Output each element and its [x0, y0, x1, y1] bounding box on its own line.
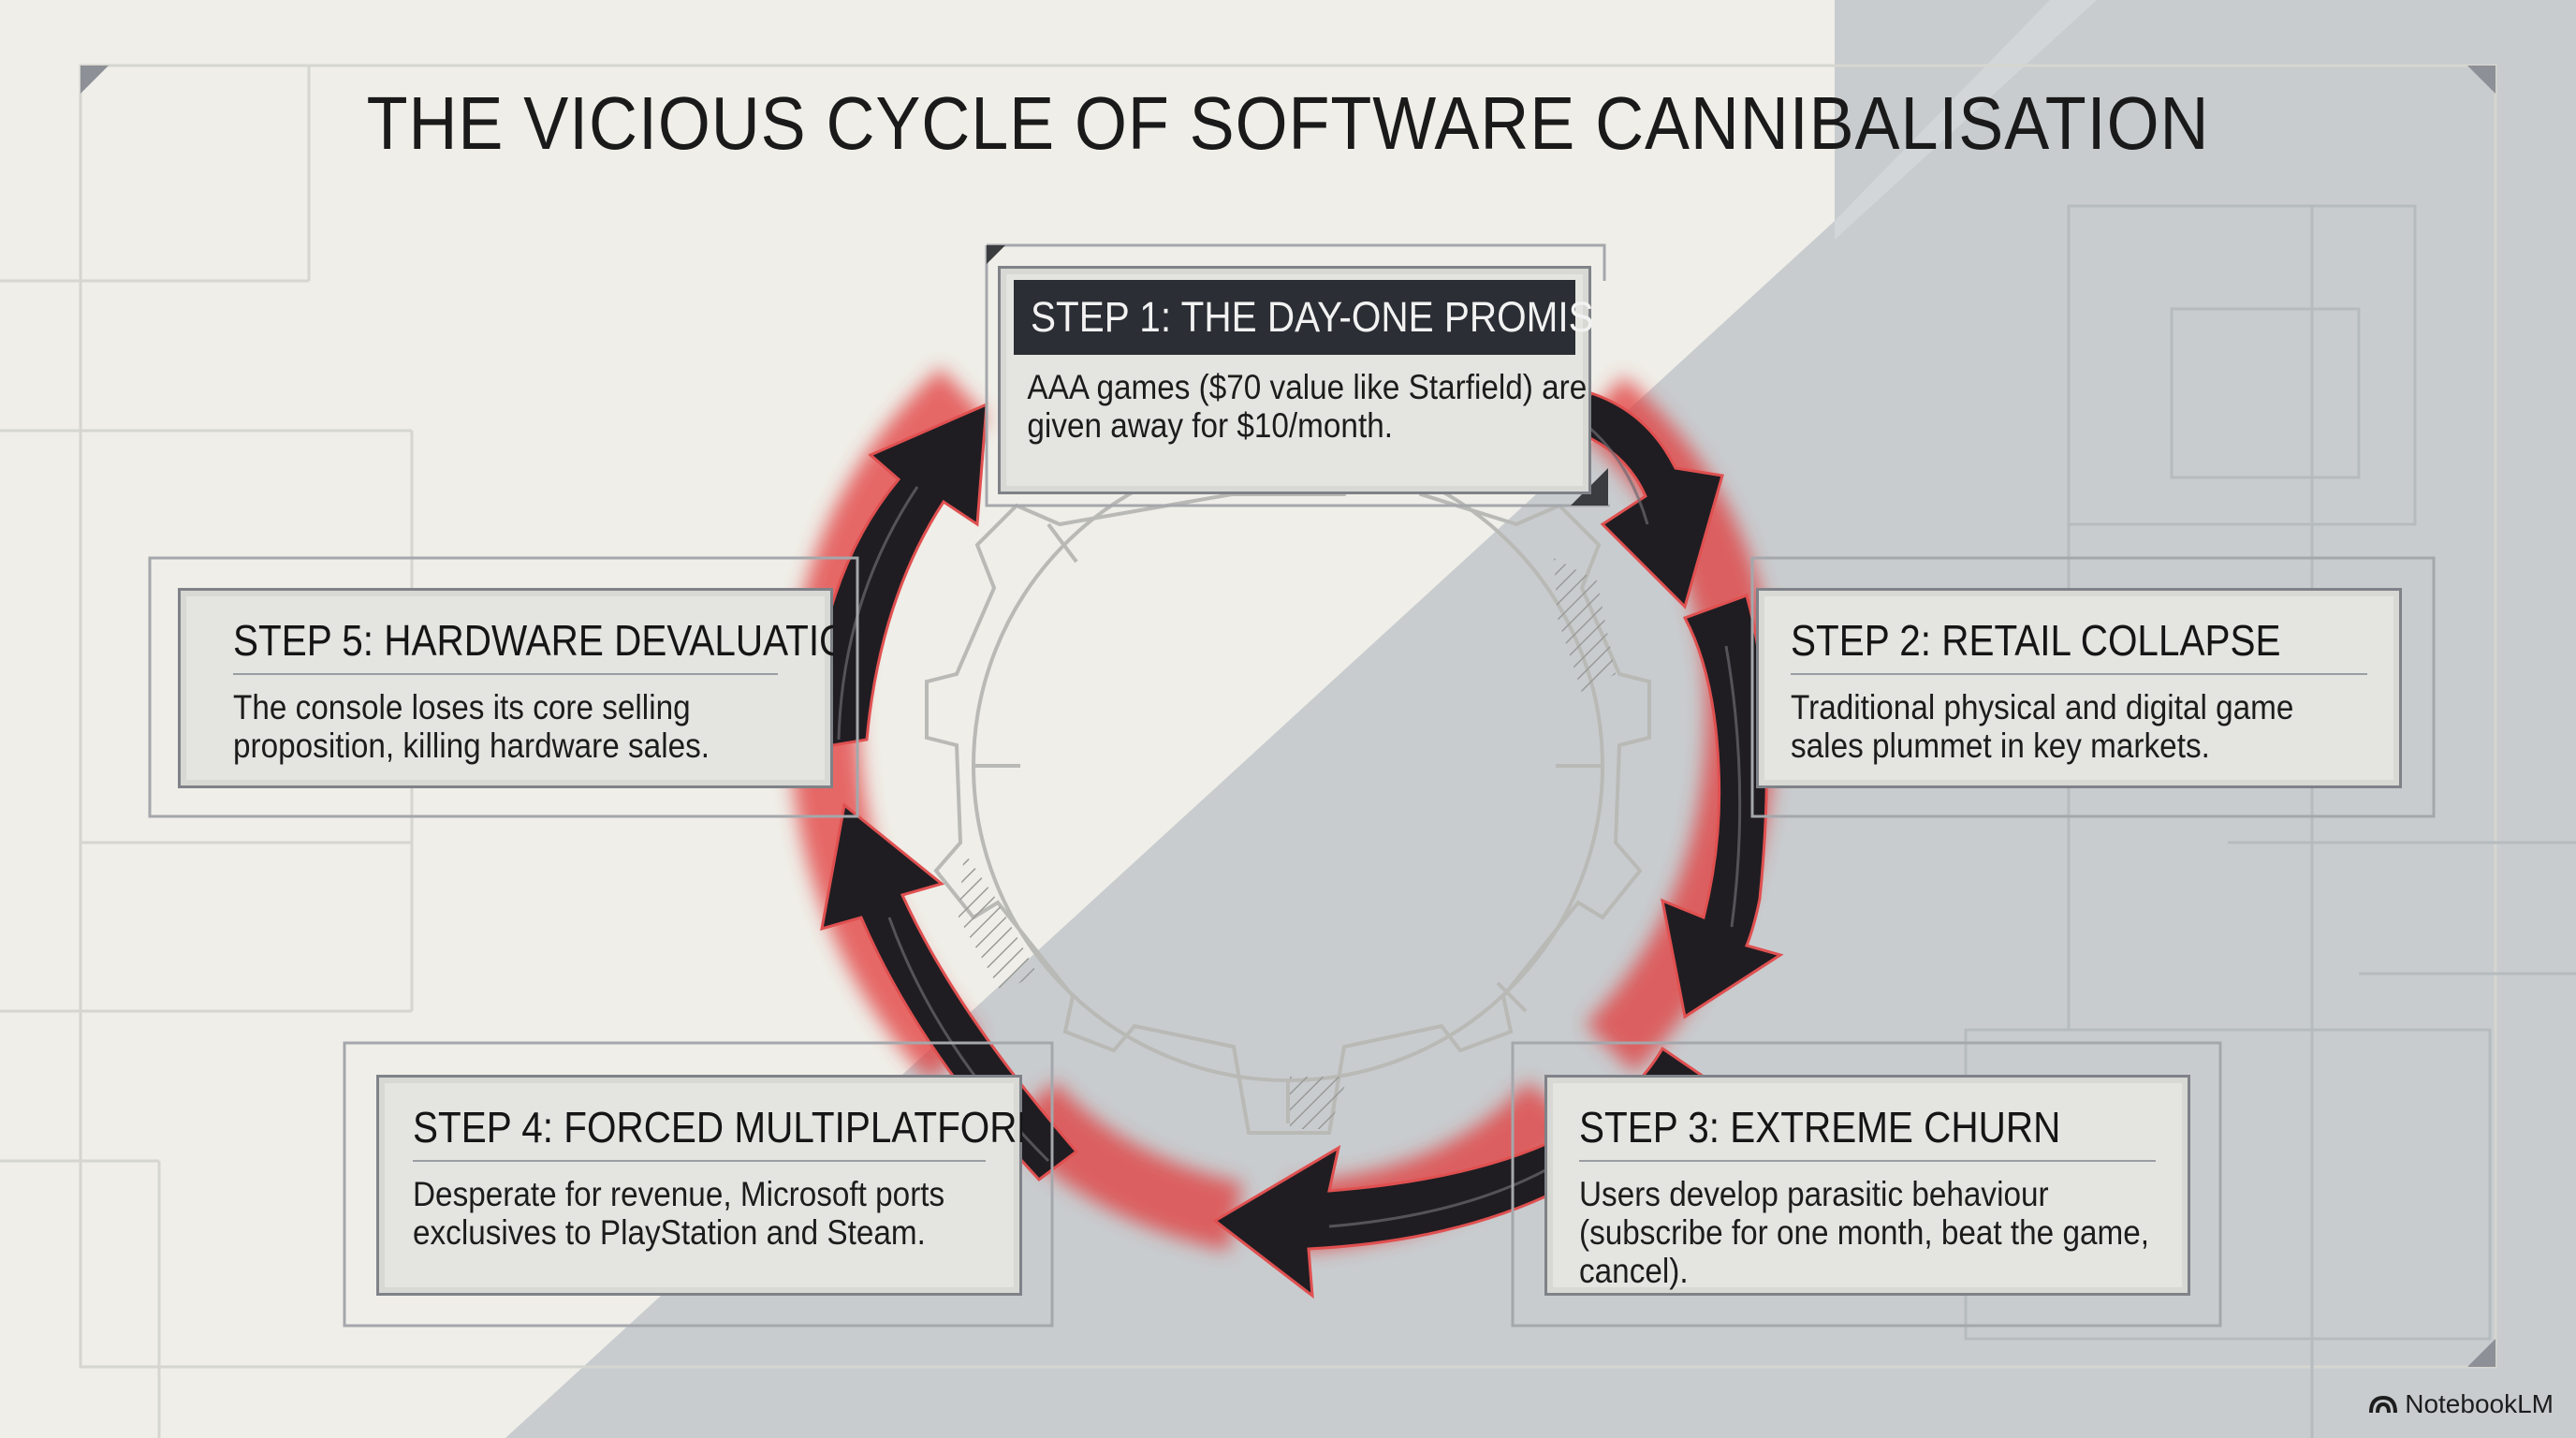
gear-hatch-bottom	[1290, 1077, 1348, 1129]
step-3-text: Users develop parasitic behaviour (subsc…	[1579, 1175, 2150, 1290]
brand-watermark: NotebookLM	[2369, 1389, 2554, 1419]
notebooklm-logo-icon	[2369, 1395, 2398, 1414]
step-5-text: The console loses its core selling propo…	[233, 688, 710, 765]
step-2-text: Traditional physical and digital game sa…	[1791, 688, 2294, 765]
step-1-header-bar: STEP 1: THE DAY-ONE PROMISE	[1014, 280, 1591, 355]
grey-diagonal-panel-edge	[1835, 0, 2097, 240]
brand-label: NotebookLM	[2405, 1389, 2554, 1418]
step-2-heading: STEP 2: RETAIL COLLAPSE	[1791, 616, 2281, 665]
step-4-heading: STEP 4: FORCED MULTIPLATFORM	[413, 1103, 1049, 1152]
step-5-divider	[233, 673, 778, 675]
step-1-heading: STEP 1: THE DAY-ONE PROMISE	[1031, 293, 1619, 341]
step-3-divider	[1579, 1160, 2156, 1162]
card-frames	[148, 243, 2436, 1328]
page-title: THE VICIOUS CYCLE OF SOFTWARE CANNIBALIS…	[366, 81, 2210, 165]
step-1-card: STEP 1: THE DAY-ONE PROMISE AAA games ($…	[998, 266, 1591, 494]
step-3-heading: STEP 3: EXTREME CHURN	[1579, 1103, 2061, 1152]
gear-hatch-left	[959, 852, 1037, 992]
frame-corners	[80, 66, 2496, 1367]
step-5-heading: STEP 5: HARDWARE DEVALUATION	[233, 616, 876, 665]
step-5-card: STEP 5: HARDWARE DEVALUATION The console…	[178, 588, 833, 788]
step-2-divider	[1791, 673, 2367, 675]
step-4-divider	[413, 1160, 986, 1162]
step-3-card: STEP 3: EXTREME CHURN Users develop para…	[1544, 1075, 2190, 1296]
background-grid-lines-right	[1964, 204, 2576, 1438]
step-2-card: STEP 2: RETAIL COLLAPSE Traditional phys…	[1756, 588, 2402, 788]
arrow-step1-to-step2	[1570, 391, 1724, 609]
step-1-text: AAA games ($70 value like Starfield) are…	[1027, 368, 1588, 445]
step-4-card: STEP 4: FORCED MULTIPLATFORM Desperate f…	[376, 1075, 1022, 1296]
step-4-text: Desperate for revenue, Microsoft ports e…	[413, 1175, 945, 1252]
gear-hatch-top-right	[1554, 558, 1616, 693]
